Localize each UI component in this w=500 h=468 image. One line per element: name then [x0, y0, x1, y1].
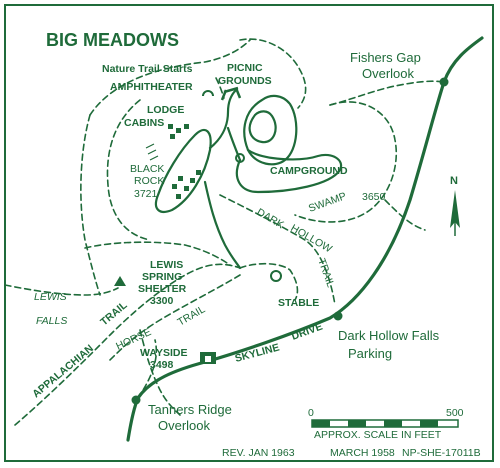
- trail-north-loop: [239, 38, 307, 109]
- trail-lewis-spring: [84, 241, 231, 266]
- trail-tanners: [137, 339, 158, 399]
- campground-loop-small: [248, 110, 277, 144]
- label-horse-trail: TRAIL: [176, 303, 208, 328]
- label-cabins: CABINS: [124, 117, 164, 129]
- campground-hub-icon: [235, 153, 245, 163]
- lewis-shelter-icon: [114, 276, 126, 286]
- trail-fishers: [329, 80, 445, 106]
- scale-caption: APPROX. SCALE IN FEET: [314, 429, 442, 441]
- trail-wayside-spur: [139, 329, 181, 416]
- label-wayside: WAYSIDE: [140, 347, 187, 359]
- map-title: BIG MEADOWS: [46, 30, 179, 50]
- label-appalachian: APPALACHIAN: [30, 342, 96, 400]
- label-lewis-falls-2: FALLS: [36, 315, 67, 327]
- label-tanners-1: Tanners Ridge: [148, 402, 232, 417]
- label-black: BLACK: [130, 163, 164, 175]
- label-tanners-2: Overlook: [158, 418, 211, 433]
- black-rock-hatch-icon: [145, 143, 159, 161]
- label-lewis: LEWIS: [150, 259, 183, 271]
- label-dark-hollow-1: Dark Hollow Falls: [338, 328, 440, 343]
- trail-horse: [109, 274, 241, 361]
- trail-appalachian: [14, 263, 241, 426]
- north-letter: N: [450, 175, 458, 187]
- stable-horseshoe-icon: [270, 270, 282, 282]
- north-arrow-icon: [450, 190, 460, 228]
- campground-loop-inner: [235, 148, 343, 194]
- lodge-cabins-icons: [168, 124, 201, 199]
- label-picnic: PICNIC: [227, 62, 263, 74]
- label-fishers-gap-1: Fishers Gap: [350, 50, 421, 65]
- scale-zero: 0: [308, 407, 314, 419]
- trail-stable-loop: [239, 262, 299, 301]
- trail-dark-hollow: [219, 194, 336, 306]
- label-grounds: GROUNDS: [218, 75, 272, 87]
- camp-road-connector: [226, 126, 242, 162]
- label-hollow: HOLLOW: [289, 222, 334, 255]
- label-rock: ROCK: [134, 175, 164, 187]
- label-fishers-gap-2: Overlook: [362, 66, 415, 81]
- trail-west-loop: [106, 99, 151, 241]
- trail-lewis-falls: [4, 284, 119, 296]
- label-lewis-falls-1: LEWIS: [34, 291, 67, 303]
- label-elev-3650: 3650: [362, 191, 386, 203]
- label-wayside-elev: 3498: [150, 359, 174, 371]
- label-swamp: SWAMP: [307, 190, 348, 215]
- label-shelter-elev: 3300: [150, 295, 174, 307]
- label-stable: STABLE: [278, 297, 319, 309]
- label-amphitheater: AMPHITHEATER: [110, 81, 193, 93]
- picnic-table-icon: [220, 86, 242, 101]
- label-nature-trail: Nature Trail Starts: [102, 63, 193, 75]
- label-hollow-trail: TRAIL: [315, 257, 337, 289]
- lodge-loop: [154, 128, 212, 213]
- tanners-ridge-marker: [131, 395, 141, 405]
- footer-rev: REV. JAN 1963: [222, 447, 295, 459]
- label-drive: DRIVE: [290, 321, 324, 343]
- trail-swamp: [294, 101, 398, 223]
- label-lodge: LODGE: [147, 104, 184, 116]
- label-at-trail: TRAIL: [98, 299, 130, 328]
- footer-code: NP-SHE-17011B: [402, 447, 481, 459]
- scale-bar: [311, 419, 459, 428]
- map-frame: [4, 4, 494, 462]
- footer-date: MARCH 1958: [330, 447, 395, 459]
- trail-outer-north: [89, 39, 251, 116]
- label-spring: SPRING: [142, 271, 182, 283]
- label-campground: CAMPGROUND: [270, 165, 348, 177]
- label-shelter: SHELTER: [138, 283, 187, 295]
- lodge-road-to-drive: [203, 180, 242, 270]
- label-dark-hollow-2: Parking: [348, 346, 392, 361]
- label-dark: DARK: [255, 206, 286, 231]
- amphitheater-icon: [202, 90, 214, 97]
- lodge-access-road: [208, 88, 238, 150]
- trail-3650: [384, 199, 426, 231]
- trail-far-west: [80, 114, 101, 296]
- label-black-rock-elev: 3721: [134, 188, 158, 200]
- campground-loop-outer: [243, 94, 298, 166]
- fishers-gap-marker: [439, 77, 449, 87]
- dark-hollow-parking-marker: [333, 311, 343, 321]
- scale-max: 500: [446, 407, 464, 419]
